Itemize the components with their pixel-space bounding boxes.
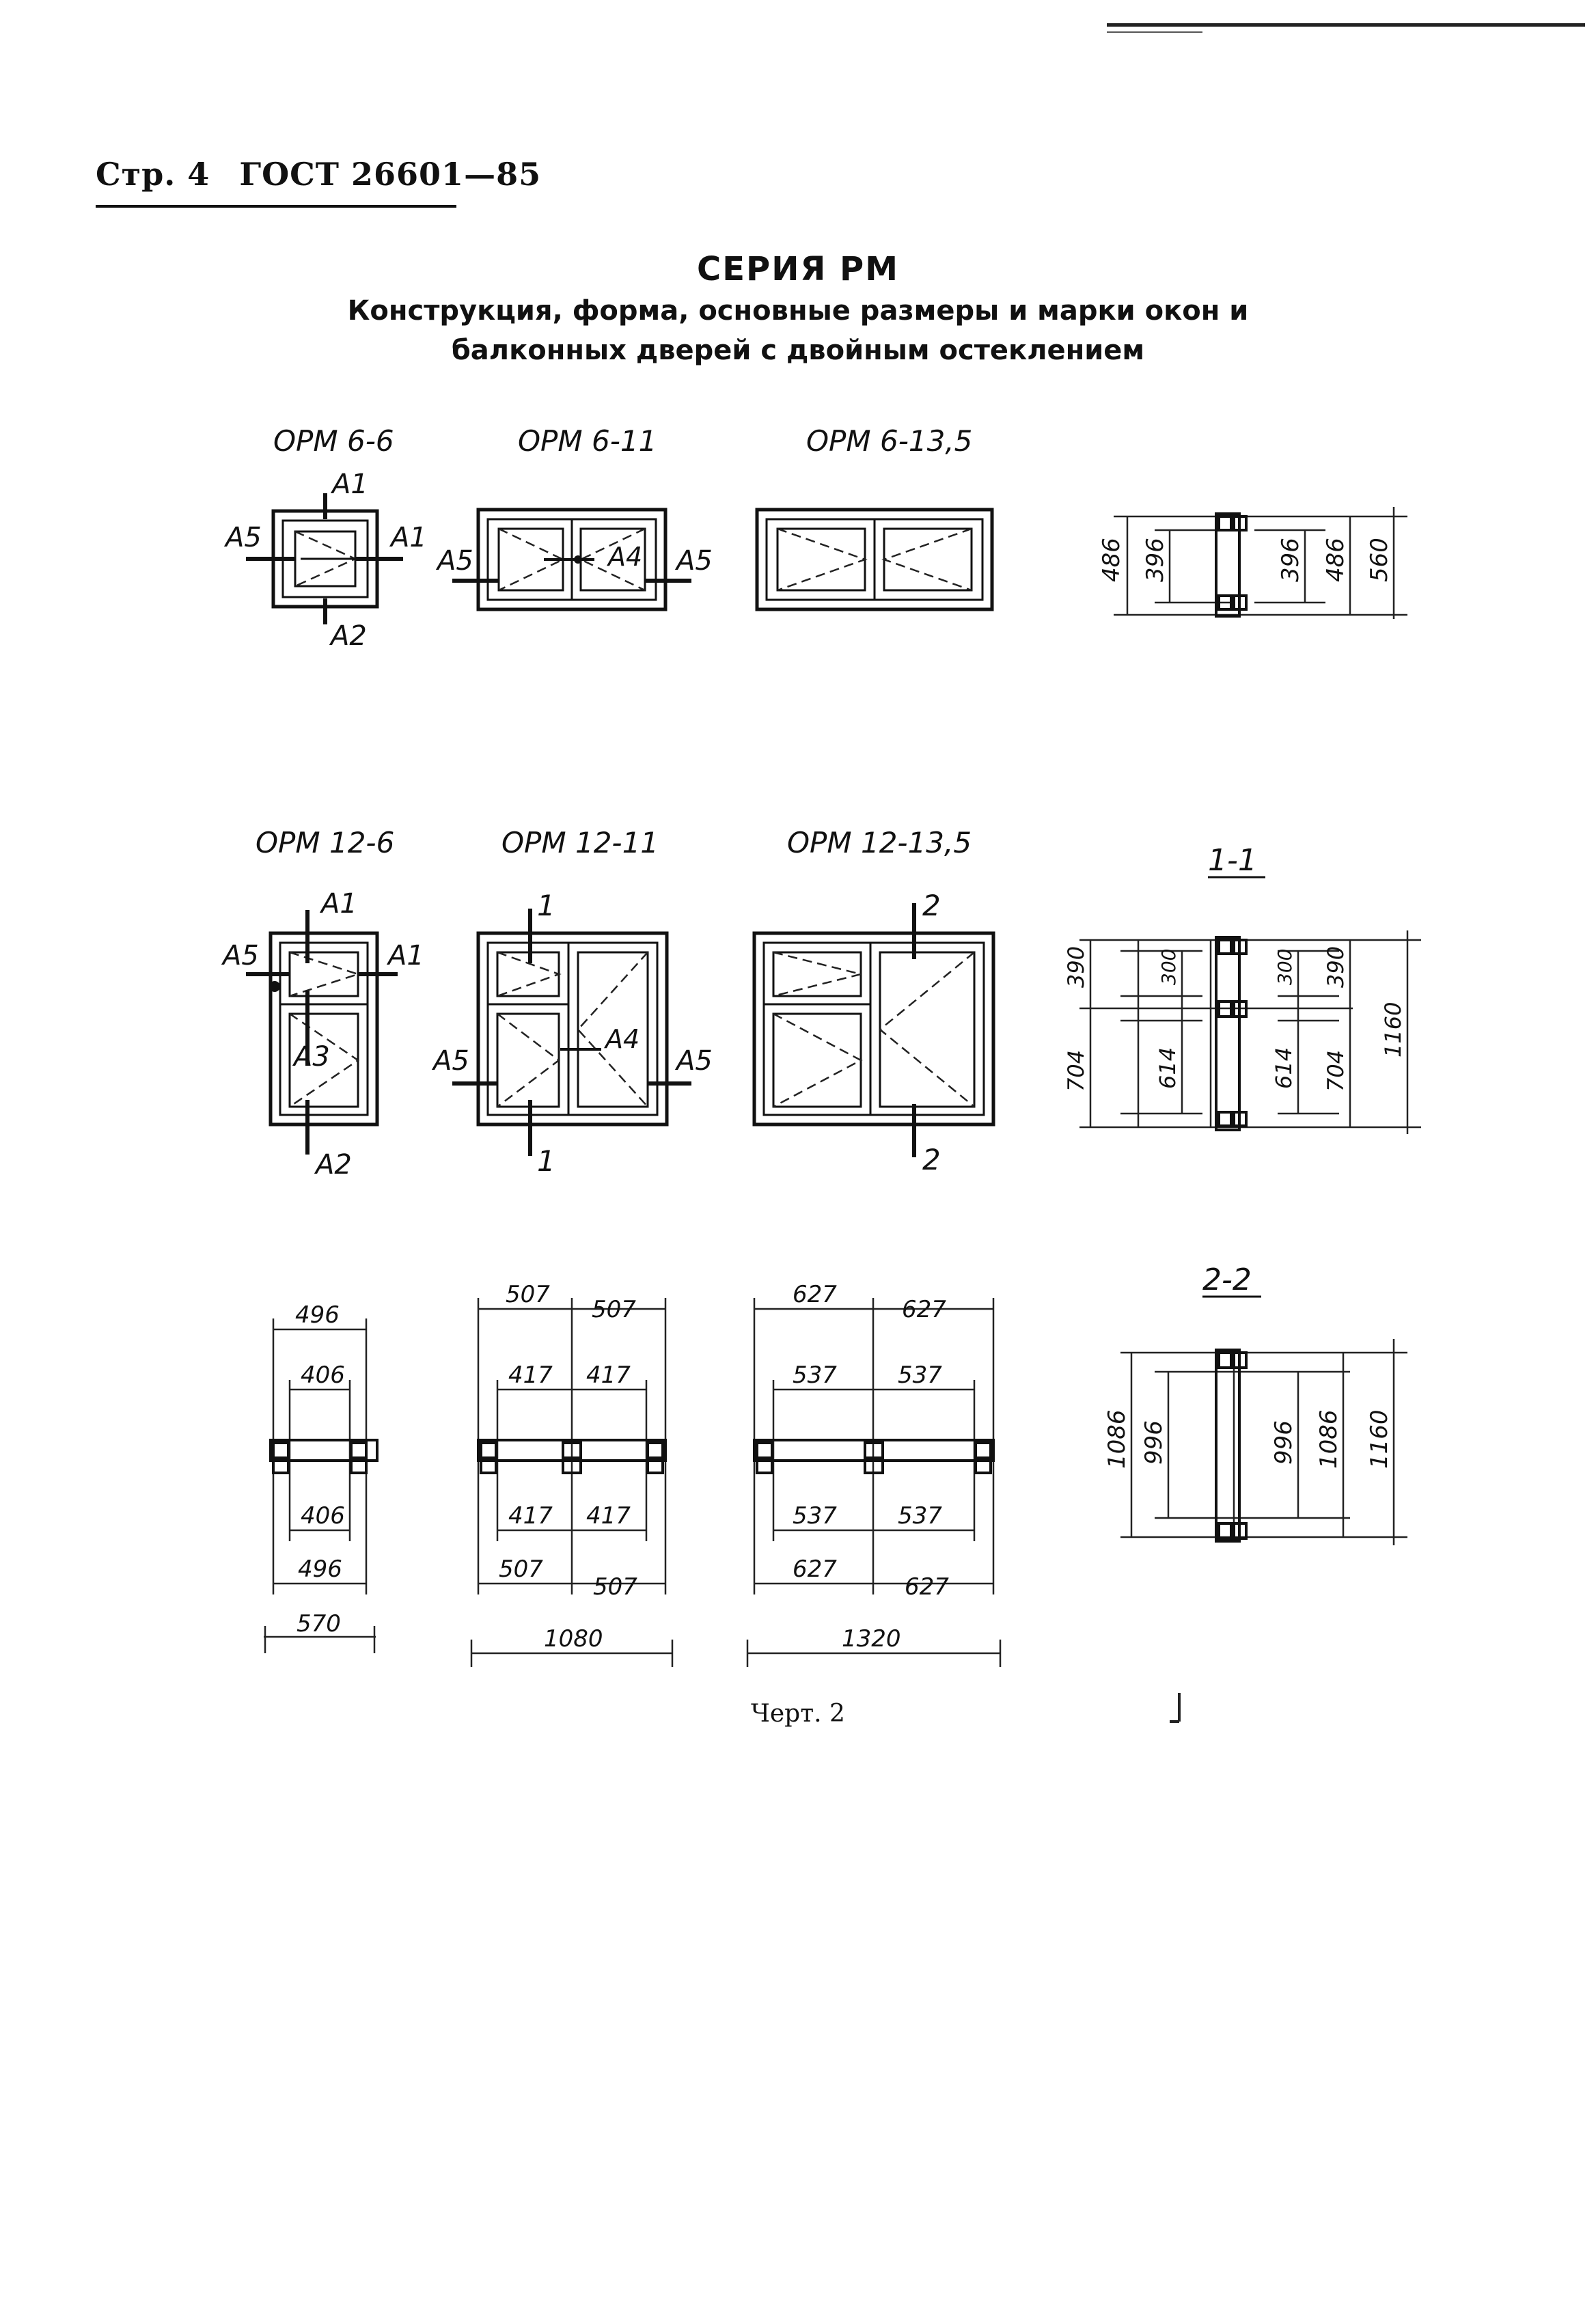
dim-627-bottom-left: 627 (793, 1556, 837, 1583)
label-a3: A3 (292, 1041, 330, 1073)
dim-417-bottom-right: 417 (586, 1502, 631, 1530)
dim-507-top-left: 507 (506, 1281, 550, 1308)
dim-537-bottom-right: 537 (898, 1502, 942, 1530)
page-header: Стр. 4 ГОСТ 26601—85 (96, 156, 559, 193)
section-mark-1-top: 1 (537, 889, 555, 922)
section-mark-2-bottom: 2 (922, 1143, 941, 1176)
dim-390-right: 390 (1323, 946, 1349, 988)
dim-537-bottom-left: 537 (793, 1502, 837, 1530)
label-a1-top: A1 (319, 888, 357, 920)
dim-300-left: 300 (1157, 949, 1180, 985)
mark-orm-6-6: ОРМ 6-6 (273, 424, 394, 458)
title-line-2: балконных дверей с двойным остеклением (451, 335, 1145, 366)
dim-996-left: 996 (1140, 1420, 1168, 1465)
page-number: Стр. 4 (96, 156, 210, 193)
window-orm-6-13-5 (755, 508, 994, 611)
label-a1-top: A1 (330, 469, 368, 500)
dim-1160: 1160 (1380, 1002, 1406, 1058)
dim-396-left: 396 (1142, 538, 1169, 582)
section-mark-2-top: 2 (922, 889, 941, 922)
dim-417-top-right: 417 (586, 1362, 631, 1389)
label-a5-left: A5 (223, 522, 262, 553)
dim-507-top-right: 507 (592, 1296, 636, 1323)
dim-300-right: 300 (1274, 949, 1296, 985)
plan-section-orm-6 (264, 1318, 379, 1653)
mark-orm-12-6: ОРМ 12-6 (256, 826, 394, 859)
label-a2-bottom: A2 (314, 1149, 352, 1180)
dim-627-top-right: 627 (902, 1296, 946, 1323)
dim-570: 570 (297, 1610, 341, 1638)
plan-section-orm-11 (470, 1298, 674, 1667)
window-orm-12-11 (452, 909, 691, 1156)
dim-1320: 1320 (842, 1625, 901, 1653)
plan-section-orm-13-5 (746, 1298, 1002, 1667)
window-orm-12-13-5 (752, 903, 995, 1157)
top-rule-thin (1107, 31, 1202, 33)
dim-537-top-left: 537 (793, 1362, 837, 1389)
section-1-1 (1079, 930, 1421, 1134)
top-rule (1107, 23, 1585, 27)
dim-1080: 1080 (544, 1625, 603, 1653)
label-a1-right: A1 (386, 940, 424, 971)
dim-496-bottom: 496 (298, 1556, 342, 1583)
window-orm-12-6 (246, 910, 398, 1155)
dim-560: 560 (1366, 538, 1393, 582)
dim-627-top-left: 627 (793, 1281, 837, 1308)
dim-417-bottom-left: 417 (508, 1502, 553, 1530)
dim-1160: 1160 (1366, 1409, 1393, 1469)
dim-1086-right: 1086 (1315, 1409, 1343, 1469)
label-a5-right: A5 (674, 1045, 713, 1077)
title-line-1: Конструкция, форма, основные размеры и м… (347, 295, 1249, 327)
section-label-2-2: 2-2 (1202, 1262, 1252, 1297)
mark-orm-6-11: ОРМ 6-11 (518, 424, 657, 458)
dim-537-top-right: 537 (898, 1362, 942, 1389)
dim-704-left: 704 (1063, 1050, 1089, 1092)
dim-486-left: 486 (1098, 538, 1125, 582)
dim-417-top-left: 417 (508, 1362, 553, 1389)
dim-627-bottom-right: 627 (905, 1573, 949, 1601)
label-a5-left: A5 (431, 1045, 469, 1077)
dim-507-bottom-left: 507 (499, 1556, 543, 1583)
dim-406-top: 406 (301, 1362, 345, 1389)
label-a4: A4 (606, 542, 642, 572)
standard-number: ГОСТ 26601—85 (239, 156, 542, 193)
section-mark-1-bottom: 1 (537, 1144, 555, 1178)
dim-614-right: 614 (1271, 1047, 1297, 1089)
label-a5-left: A5 (221, 940, 259, 971)
label-a5-right: A5 (674, 545, 713, 577)
dim-1086-left: 1086 (1103, 1409, 1131, 1469)
window-orm-6-6 (246, 493, 403, 624)
mark-orm-6-13-5: ОРМ 6-13,5 (806, 424, 972, 458)
dim-996-right: 996 (1270, 1420, 1297, 1465)
section-label-1-1: 1-1 (1208, 843, 1257, 878)
drawing-caption: Черт. 2 (751, 1700, 845, 1728)
section-2-2 (1120, 1339, 1407, 1545)
dim-614-left: 614 (1155, 1047, 1181, 1089)
label-a4: A4 (603, 1024, 639, 1054)
dim-486-right: 486 (1322, 538, 1349, 582)
dim-390-left: 390 (1063, 946, 1089, 988)
section-row-1 (1114, 507, 1407, 619)
dim-507-bottom-right: 507 (593, 1573, 637, 1601)
label-a5-left: A5 (435, 545, 473, 577)
dim-704-right: 704 (1323, 1050, 1349, 1092)
mark-orm-12-11: ОРМ 12-11 (501, 826, 659, 859)
header-rule (96, 205, 456, 208)
label-a1-right: A1 (389, 522, 427, 553)
dim-496-top: 496 (295, 1301, 340, 1329)
dim-396-right: 396 (1277, 538, 1304, 582)
mark-orm-12-13-5: ОРМ 12-13,5 (787, 826, 972, 859)
window-orm-6-11 (452, 508, 691, 611)
dim-406-bottom: 406 (301, 1502, 345, 1530)
label-a2-bottom: A2 (329, 620, 367, 652)
series-title: СЕРИЯ РМ (697, 250, 899, 288)
